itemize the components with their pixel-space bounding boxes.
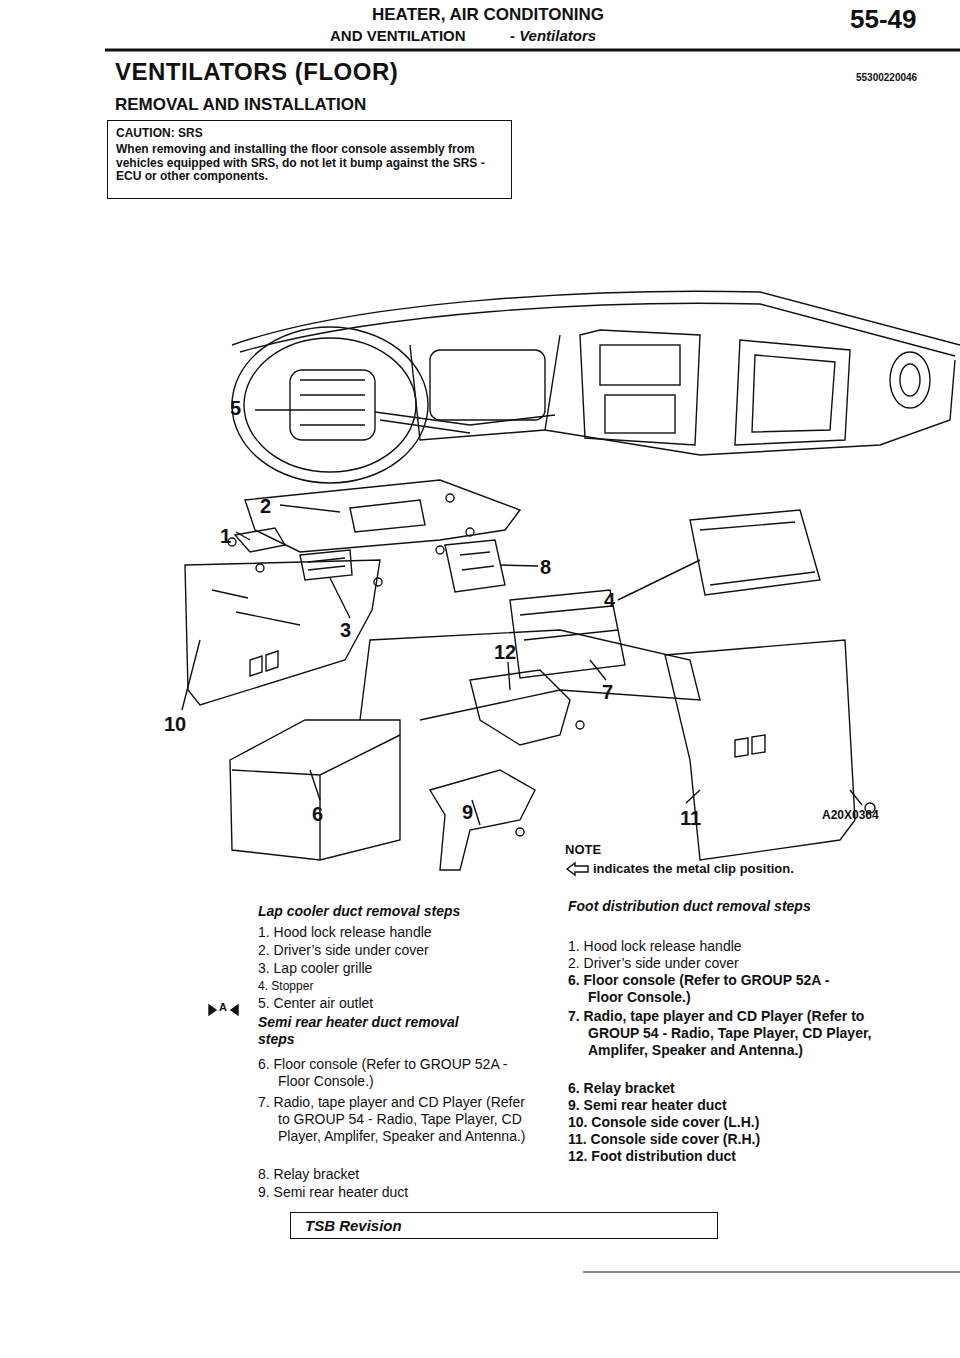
callout-number: 3	[340, 618, 351, 642]
header-text: AND VENTILATION	[330, 27, 466, 45]
step-item: 1. Hood lock release handle	[258, 924, 528, 941]
callout-number: 6	[312, 802, 323, 826]
step-item: 1. Hood lock release handle	[568, 938, 868, 955]
callout-number: 4	[604, 588, 615, 612]
step-item: 6. Floor console (Refer to GROUP 52A - F…	[258, 1056, 538, 1090]
step-item: 6. Relay bracket	[568, 1080, 868, 1097]
callout-number: 2	[260, 494, 271, 518]
caution-text: When removing and installing the floor c…	[116, 143, 503, 184]
caution-heading: CAUTION: SRS	[116, 127, 503, 141]
doc-code: 55300220046	[856, 72, 917, 84]
step-item: 2. Driver’s side under cover	[568, 955, 868, 972]
step-item: 7. Radio, tape player and CD Player (Ref…	[568, 1008, 878, 1058]
note-text: indicates the metal clip position.	[593, 861, 794, 877]
step-marker	[209, 1005, 216, 1015]
semi-rear-duct-drawing	[430, 770, 535, 870]
header-rule	[105, 49, 960, 52]
leader-lines	[182, 410, 700, 825]
side-cover-lh-drawing	[185, 560, 380, 705]
footer-rule	[583, 1271, 960, 1272]
relay-bracket-drawing	[445, 540, 505, 592]
step-item: 10. Console side cover (L.H.)	[568, 1114, 868, 1131]
callout-number: 9	[462, 800, 473, 824]
callout-number: 5	[230, 396, 241, 420]
note-heading: NOTE	[565, 842, 601, 858]
step-item: 9. Semi rear heater duct	[568, 1097, 868, 1114]
page-number: 55-49	[850, 4, 917, 35]
figure-code: A20X0364	[822, 808, 879, 822]
step-item: 6. Floor console (Refer to GROUP 52A - F…	[568, 972, 858, 1006]
clip-icon	[567, 863, 588, 875]
step-heading: Semi rear heater duct removal steps	[258, 1014, 473, 1048]
floor-console-drawing	[230, 720, 400, 860]
step-item: 11. Console side cover (R.H.)	[568, 1131, 868, 1148]
revision-box: TSB Revision	[290, 1212, 718, 1239]
screw-symbols	[212, 494, 875, 836]
step-item: 5. Center air outlet	[258, 995, 528, 1012]
step-item: 9. Semi rear heater duct	[258, 1184, 518, 1201]
callout-number: 11	[680, 806, 701, 830]
callout-number: 1	[220, 524, 231, 548]
callout-number: 8	[540, 555, 551, 579]
step-item: 7. Radio, tape player and CD Player (Ref…	[258, 1094, 538, 1144]
step-heading: Lap cooler duct removal steps	[258, 903, 518, 920]
callout-number: 12	[494, 640, 516, 664]
step-item: 2. Driver’s side under cover	[258, 942, 528, 959]
step-heading: Foot distribution duct removal steps	[568, 898, 813, 915]
revision-text: TSB Revision	[305, 1217, 703, 1234]
step-marker-letter: A	[219, 1001, 227, 1014]
dashboard-drawing	[232, 291, 960, 483]
lap-cooler-grille-drawing	[300, 550, 352, 580]
page-title: VENTILATORS (FLOOR)	[115, 58, 398, 86]
step-item: 4. Stopper	[258, 979, 528, 993]
step-item: 8. Relay bracket	[258, 1166, 518, 1183]
caution-box: CAUTION: SRS When removing and installing…	[107, 120, 512, 199]
step-item: 3. Lap cooler grille	[258, 960, 528, 977]
step-item: 12. Foot distribution duct	[568, 1148, 868, 1165]
header-text: - Ventilators	[510, 27, 596, 45]
section-heading: REMOVAL AND INSTALLATION	[115, 95, 366, 115]
header-text: HEATER, AIR CONDITONING	[372, 5, 604, 25]
foot-duct-drawing	[470, 670, 570, 745]
callout-number: 10	[164, 712, 186, 736]
callout-number: 7	[602, 680, 613, 704]
glove-box-drawing	[690, 510, 820, 595]
hood-lock-drawing	[235, 528, 285, 552]
